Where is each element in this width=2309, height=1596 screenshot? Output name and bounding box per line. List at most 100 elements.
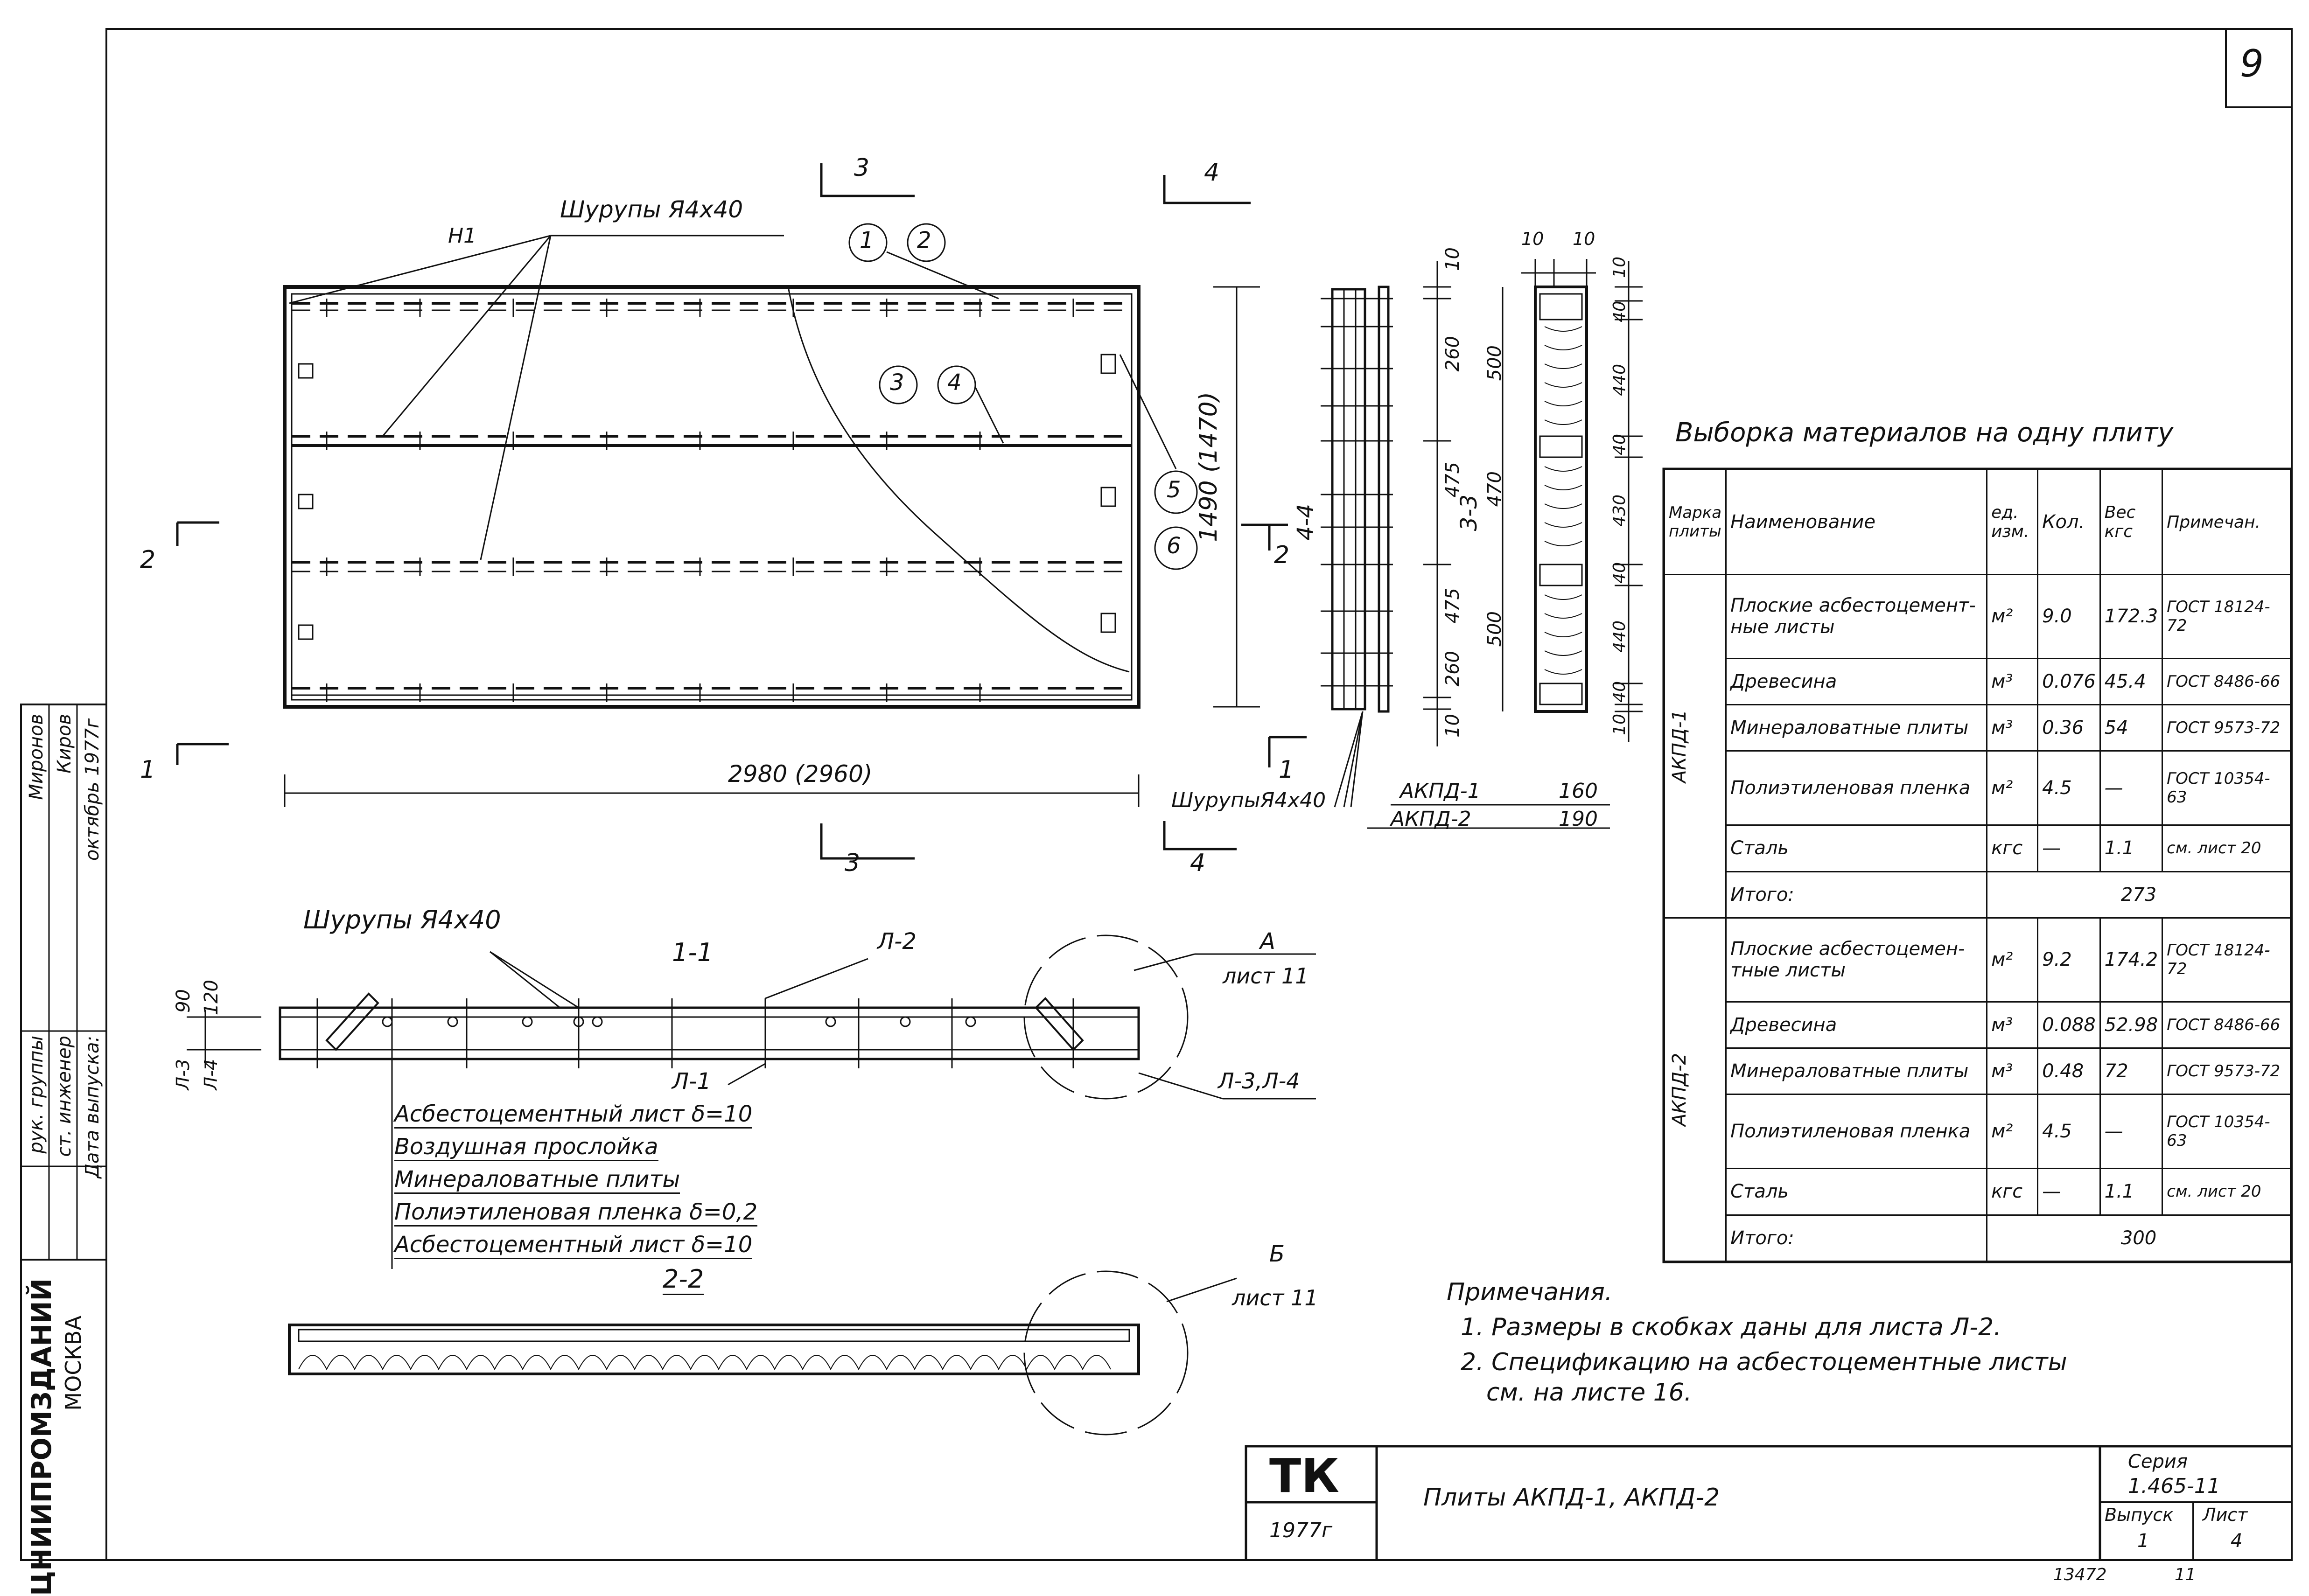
section-mark-2-right: 2 (1274, 541, 1290, 569)
layer-2: Воздушная прослойка (394, 1134, 658, 1161)
stamp-name-1: Миронов (26, 714, 47, 800)
plan-screws-label: Шурупы Я4х40 (560, 196, 743, 223)
g1-r3-qty: 0.36 (2037, 704, 2101, 752)
g2-r5-note: см. лист 20 (2162, 1168, 2291, 1216)
section-mark-3-top: 3 (854, 154, 870, 182)
materials-table: Марка плиты Наименование ед. изм. Кол. В… (1663, 469, 2291, 1262)
title-main: Плиты АКПД-1, АКПД-2 (1423, 1484, 1720, 1512)
dim-4-4-c: 475 (1442, 462, 1463, 498)
g1-r2-note: ГОСТ 8486-66 (2162, 657, 2291, 706)
dim-3-3-r5: 40 (1610, 562, 1629, 584)
series-value: 1.465-11 (2128, 1474, 2220, 1498)
dim-1-1-120: 120 (201, 980, 222, 1016)
g2-r5-qty: — (2037, 1168, 2101, 1216)
g1-r5-unit: кгс (1986, 824, 2039, 872)
notes-title: Примечания. (1447, 1278, 1613, 1306)
materials-table-frame (1662, 467, 2293, 1263)
issue-label: Выпуск (2105, 1505, 2174, 1525)
page-number-box (2225, 29, 2292, 108)
g1-r1-unit: м² (1986, 574, 2039, 659)
g1-r3-weight: 54 (2099, 704, 2163, 752)
title-logo: ТК (1269, 1449, 1339, 1503)
page-number: 9 (2240, 42, 2264, 85)
stamp-number-tail: 11 (2175, 1565, 2196, 1584)
marker-3: 3 (890, 369, 904, 396)
stamp-city: МОСКВА (61, 1316, 86, 1411)
materials-title: Выборка материалов на одну плиту (1675, 418, 2174, 448)
side-stamp-frame (20, 704, 107, 1561)
group-2-mark: АКПД-2 (1663, 917, 1727, 1262)
g2-r4-note: ГОСТ 10354-63 (2162, 1094, 2291, 1170)
stamp-name-3: октябрь 1977г (82, 718, 103, 861)
g1-r4-unit: м² (1986, 750, 2039, 826)
g2-r2-note: ГОСТ 8486-66 (2162, 1001, 2291, 1049)
g2-r1-qty: 9.2 (2037, 917, 2101, 1003)
fastener-label: Н1 (448, 224, 477, 248)
thickness-value-2: 190 (1559, 807, 1598, 831)
g1-r5-qty: — (2037, 824, 2101, 872)
g2-r3-qty: 0.48 (2037, 1047, 2101, 1095)
stamp-number: 13472 (2053, 1565, 2107, 1584)
layer-5: Асбестоцементный лист δ=10 (394, 1232, 753, 1259)
stamp-role-1: рук. группы (26, 1036, 47, 1154)
series-label: Серия (2128, 1451, 2188, 1472)
dim-4-4-f: 10 (1442, 714, 1463, 738)
sheet-label-l1: Л-1 (672, 1068, 711, 1094)
dim-4-4-b: 260 (1442, 336, 1463, 372)
section-2-2-title: 2-2 (663, 1264, 704, 1295)
section-2-2 (288, 1270, 1237, 1436)
g2-total-label: Итого: (1725, 1214, 1988, 1262)
g2-r2-name: Древесина (1725, 1001, 1988, 1049)
g1-r5-note: см. лист 20 (2162, 824, 2291, 872)
g1-total: 273 (1986, 871, 2291, 919)
issue-value: 1 (2137, 1530, 2149, 1552)
thickness-value-1: 160 (1559, 779, 1598, 803)
stamp-role-2: ст. инженер (54, 1036, 75, 1157)
stamp-name-2: Киров (54, 714, 75, 774)
stamp-role-3: Дата выпуска: (82, 1036, 103, 1178)
g1-r4-name: Полиэтиленовая пленка (1725, 750, 1988, 826)
section-1-1-screws: Шурупы Я4х40 (303, 905, 501, 934)
g1-r2-name: Древесина (1725, 657, 1988, 706)
marker-6: 6 (1167, 533, 1181, 559)
g2-r3-unit: м³ (1986, 1047, 2039, 1095)
dim-length: 2980 (2960) (728, 760, 873, 788)
title-year: 1977г (1269, 1519, 1333, 1542)
dim-width: 1490 (1470) (1195, 392, 1223, 542)
g2-r4-name: Полиэтиленовая пленка (1725, 1094, 1988, 1170)
dim-3-3-r8: 10 (1610, 714, 1629, 735)
g1-r3-note: ГОСТ 9573-72 (2162, 704, 2291, 752)
dim-3-3-r3: 40 (1610, 434, 1629, 455)
marker-2: 2 (917, 227, 931, 253)
dim-4-4-e: 260 (1442, 651, 1463, 687)
note-1: 1. Размеры в скобках даны для листа Л-2. (1461, 1313, 2001, 1341)
section-1-1-title: 1-1 (672, 938, 714, 967)
dim-3-3-r2: 440 (1610, 364, 1629, 396)
callout-b-ref: лист 11 (1232, 1285, 1318, 1310)
g2-total: 300 (1986, 1214, 2291, 1262)
g2-r4-weight: — (2099, 1094, 2163, 1170)
dim-3-3-r0: 10 (1610, 257, 1629, 278)
note-2: 2. Спецификацию на асбестоцементные лист… (1461, 1348, 2067, 1376)
g2-r1-name: Плоские асбестоцемен-тные листы (1725, 917, 1988, 1003)
g2-r3-weight: 72 (2099, 1047, 2163, 1095)
section-mark-1-right: 1 (1279, 756, 1294, 784)
callout-a: А (1260, 928, 1275, 955)
section-3-3-title: 3-3 (1456, 495, 1482, 531)
g1-r4-weight: — (2099, 750, 2163, 826)
g2-r5-unit: кгс (1986, 1168, 2039, 1216)
layer-4: Полиэтиленовая пленка δ=0,2 (394, 1199, 758, 1227)
section-4-4-screws: ШурупыЯ4х40 (1171, 788, 1326, 812)
g1-r2-weight: 45.4 (2099, 657, 2163, 706)
g1-r5-weight: 1.1 (2099, 824, 2163, 872)
section-1-1 (187, 934, 1316, 1269)
dim-3-3-r6: 440 (1610, 620, 1629, 653)
g2-r4-qty: 4.5 (2037, 1094, 2101, 1170)
g2-r3-note: ГОСТ 9573-72 (2162, 1047, 2291, 1095)
g2-r2-weight: 52.98 (2099, 1001, 2163, 1049)
g1-r5-name: Сталь (1725, 824, 1988, 872)
g1-r1-weight: 172.3 (2099, 574, 2163, 659)
section-3-3 (1502, 259, 1643, 742)
g1-r2-qty: 0.076 (2037, 657, 2101, 706)
thickness-mark-2: АКПД-2 (1391, 807, 1471, 831)
